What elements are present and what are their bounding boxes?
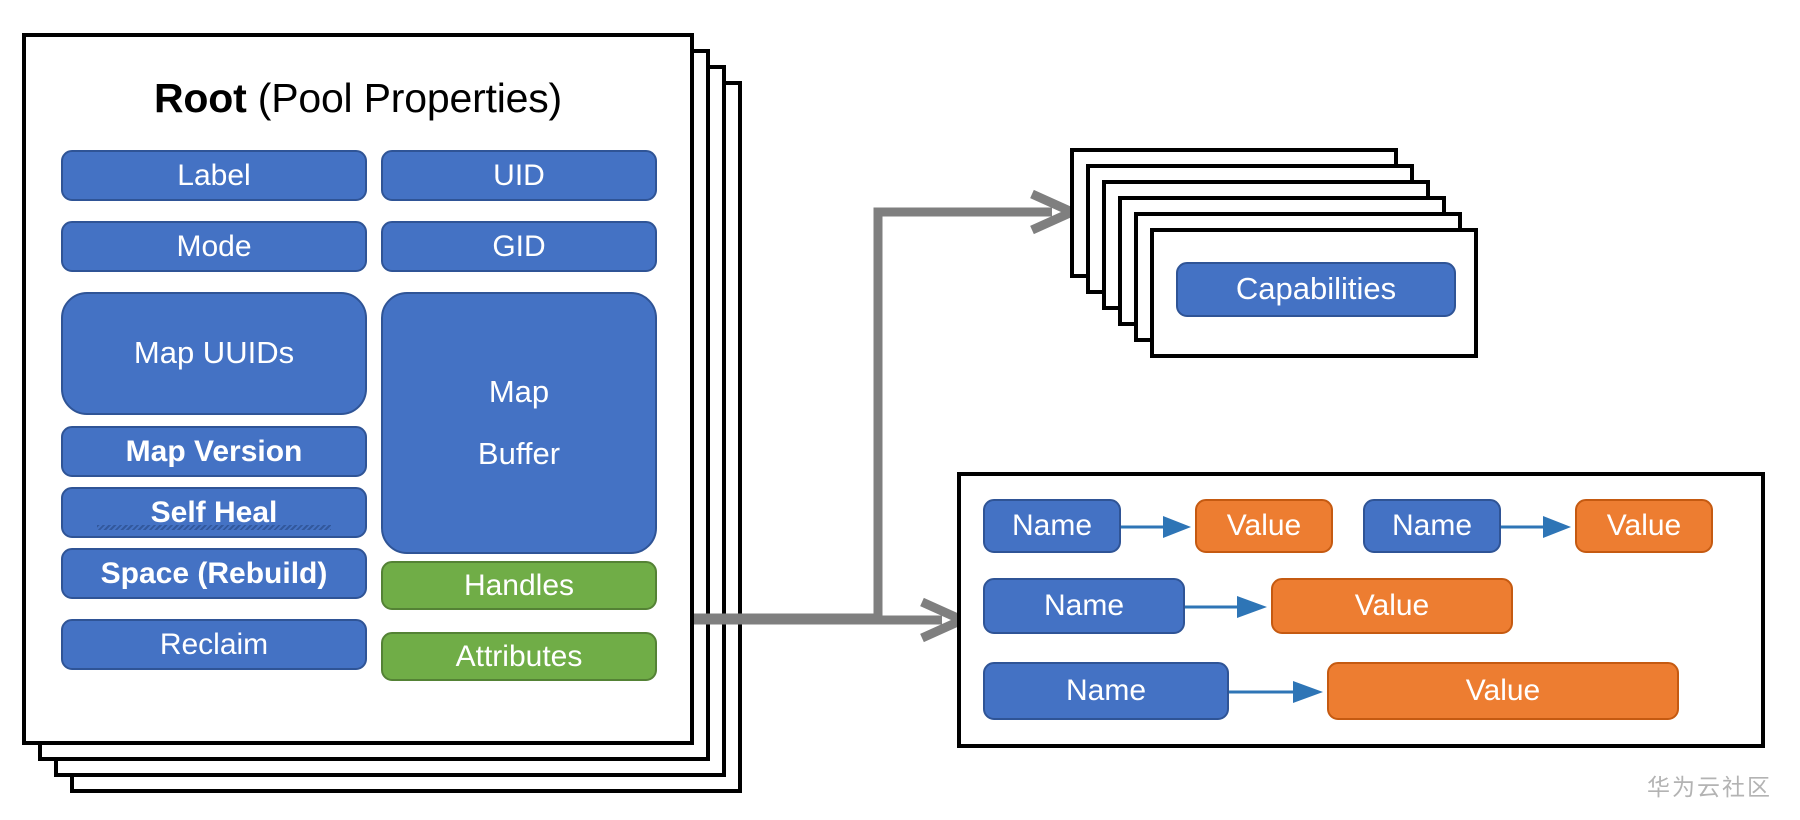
property-chip-map-buffer[interactable]: Map Buffer	[381, 292, 657, 554]
pair-arrow	[1185, 594, 1271, 620]
property-chip-attributes[interactable]: Attributes	[381, 632, 657, 681]
pair-arrow	[1121, 514, 1195, 540]
property-chip-self-heal-label: Self Heal	[150, 495, 278, 529]
property-chip-gid[interactable]: GID	[381, 221, 657, 272]
pair-arrow-head	[1543, 516, 1571, 538]
watermark-text: 华为云社区	[1647, 775, 1772, 801]
attribute-value-chip[interactable]: Value	[1195, 499, 1333, 553]
attribute-name-chip[interactable]: Name	[983, 578, 1185, 634]
attribute-value-chip[interactable]: Value	[1575, 499, 1713, 553]
property-chip-uid[interactable]: UID	[381, 150, 657, 201]
attribute-value-chip[interactable]: Value	[1271, 578, 1513, 634]
property-chip-label[interactable]: Label	[61, 150, 367, 201]
property-chip-map-version[interactable]: Map Version	[61, 426, 367, 477]
property-chip-reclaim[interactable]: Reclaim	[61, 619, 367, 670]
capabilities-sheet-6: Capabilities	[1150, 228, 1478, 358]
root-card-title: Root (Pool Properties)	[26, 75, 690, 122]
pair-arrow-head	[1237, 596, 1267, 618]
spellcheck-underline	[97, 525, 331, 530]
property-chip-space-rebuild[interactable]: Space (Rebuild)	[61, 548, 367, 599]
capabilities-chip[interactable]: Capabilities	[1176, 262, 1456, 317]
attributes-name-value-panel[interactable]: Name Value Name Value Name	[957, 472, 1765, 748]
pair-arrow-head	[1293, 681, 1323, 703]
name-value-row: Name Value	[961, 644, 1761, 736]
name-value-row: Name Value	[961, 560, 1761, 644]
property-chip-mode[interactable]: Mode	[61, 221, 367, 272]
attribute-value-chip[interactable]: Value	[1327, 662, 1679, 720]
pair-arrow	[1501, 514, 1575, 540]
root-title-bold: Root	[154, 75, 247, 121]
name-value-row: Name Value Name Value	[961, 476, 1761, 560]
property-chip-handles[interactable]: Handles	[381, 561, 657, 610]
pair-arrow	[1229, 679, 1327, 705]
pair-arrow-head	[1163, 516, 1191, 538]
connector-attributes-to-panel	[680, 597, 980, 643]
root-pool-properties-card[interactable]: Root (Pool Properties) Label Mode Map UU…	[22, 33, 694, 745]
attribute-name-chip[interactable]: Name	[983, 662, 1229, 720]
property-chip-map-uuids[interactable]: Map UUIDs	[61, 292, 367, 415]
attribute-name-chip[interactable]: Name	[1363, 499, 1501, 553]
root-title-rest: (Pool Properties)	[246, 75, 562, 121]
property-chip-self-heal[interactable]: Self Heal	[61, 487, 367, 538]
attribute-name-chip[interactable]: Name	[983, 499, 1121, 553]
